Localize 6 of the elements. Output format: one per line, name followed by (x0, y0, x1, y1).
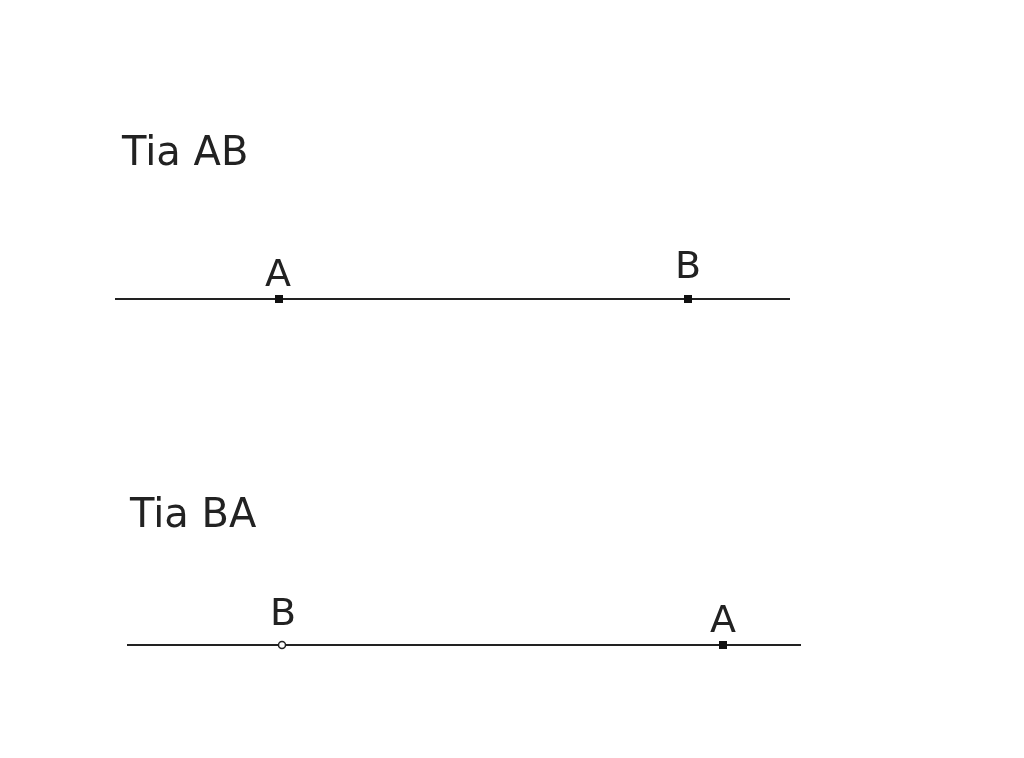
point-label: B (269, 593, 297, 631)
point-label: A (265, 254, 291, 292)
ray-title: Tia BA (130, 493, 257, 533)
ray-title: Tia AB (122, 131, 249, 171)
point-label: B (674, 246, 702, 284)
point-label: A (710, 600, 736, 638)
